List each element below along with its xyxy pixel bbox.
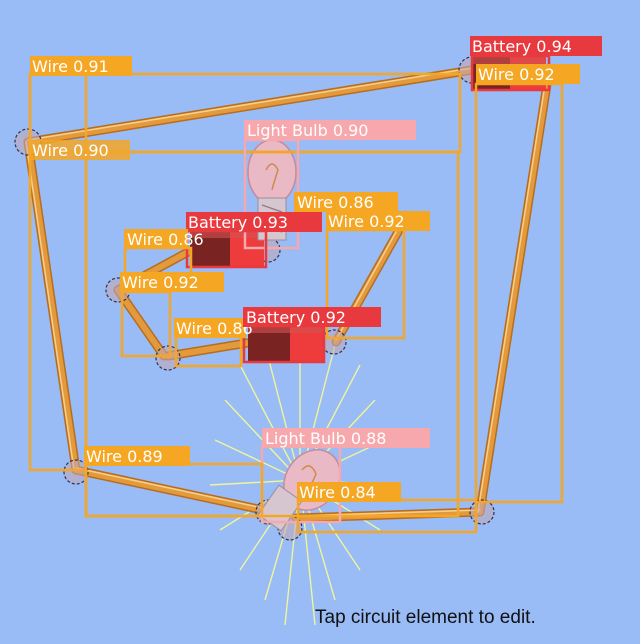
label-wire-short: Wire 0.86 — [176, 319, 253, 338]
label-wire-inner: Wire 0.92 — [122, 273, 199, 292]
label-bulb-upper: Light Bulb 0.90 — [247, 121, 368, 140]
label-wire-mid-upper: Wire 0.86 — [297, 193, 374, 212]
wire-layer — [23, 65, 553, 523]
battery-lower-middle[interactable] — [248, 325, 324, 361]
label-bulb-lower: Light Bulb 0.88 — [265, 429, 386, 448]
edit-hint: Tap circuit element to edit. — [315, 607, 536, 628]
label-battery-upper: Battery 0.93 — [188, 213, 288, 232]
label-wire-small: Wire 0.86 — [127, 230, 204, 249]
label-wire-bottom-left: Wire 0.89 — [86, 447, 163, 466]
label-wire-top: Wire 0.91 — [32, 57, 109, 76]
label-battery-top: Battery 0.94 — [472, 37, 572, 56]
label-wire-left: Wire 0.90 — [32, 141, 109, 160]
label-wire-bottom-right: Wire 0.84 — [299, 483, 376, 502]
label-wire-right: Wire 0.92 — [478, 65, 555, 84]
detection-labels: Battery 0.94 Wire 0.91 Wire 0.92 Light B… — [30, 36, 602, 502]
label-battery-lower: Battery 0.92 — [246, 308, 346, 327]
label-wire-diagonal: Wire 0.92 — [328, 212, 405, 231]
